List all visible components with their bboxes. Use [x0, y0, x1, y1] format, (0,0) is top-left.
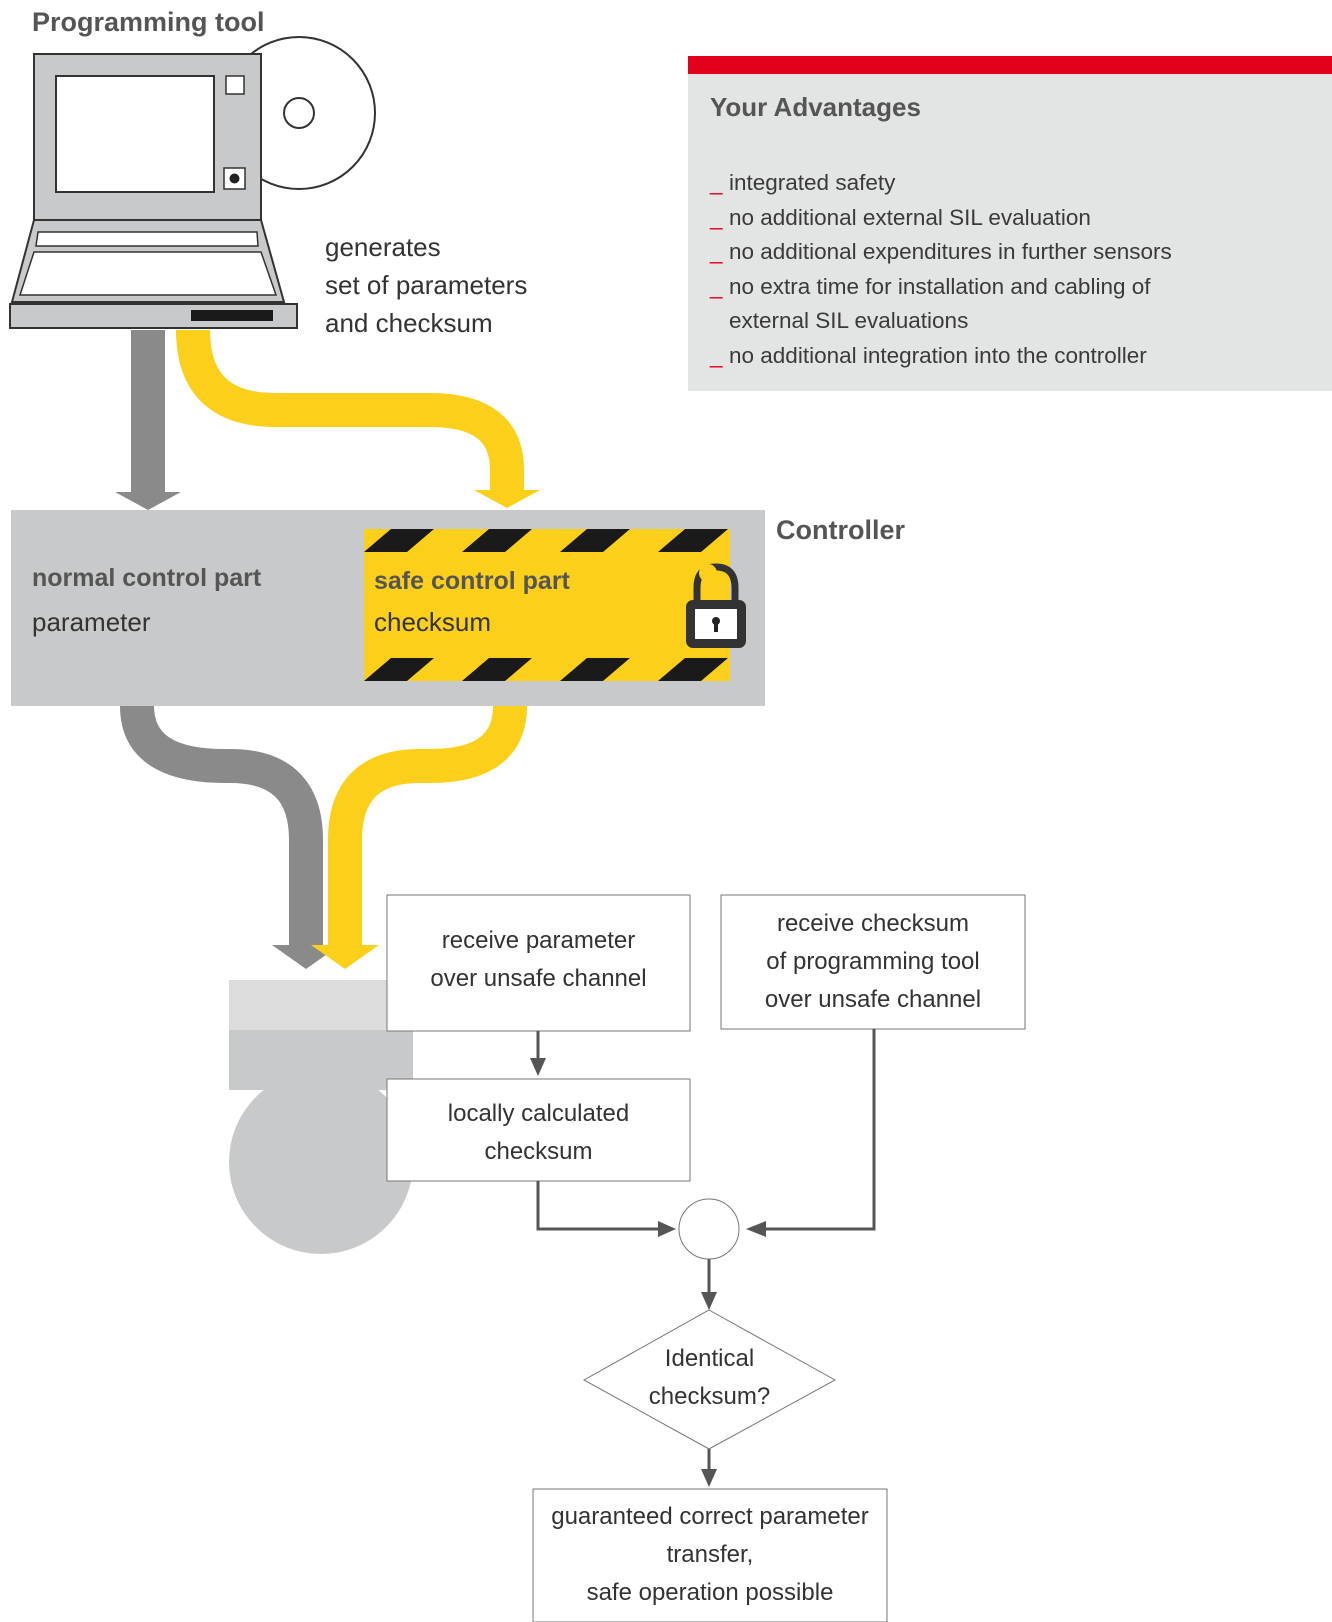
description-line: set of parameters	[325, 270, 528, 300]
advantages-panel: Your Advantages integrated safety no add…	[688, 56, 1332, 391]
padlock-icon	[686, 563, 746, 648]
box-line: locally calculated	[447, 1100, 630, 1127]
yellow-flow-arrow-bottom	[311, 705, 527, 969]
yellow-flow-arrow-top	[176, 329, 540, 508]
advantage-item: no extra time for installation and cabli…	[710, 270, 1189, 339]
receive-checksum-box	[720, 894, 1026, 1030]
hazard-stripes	[364, 529, 728, 681]
programming-tool-title: Programming tool	[32, 7, 265, 37]
receive-checksum-label: receive checksum of programming tool ove…	[721, 905, 1025, 1019]
advantages-accent-bar	[688, 56, 1332, 74]
receive-parameter-box	[386, 894, 691, 1032]
normal-control-part-title: normal control part	[32, 564, 262, 592]
controller-title: Controller	[776, 515, 906, 545]
safe-control-part	[364, 529, 730, 681]
connector-arrows	[530, 1029, 876, 1487]
advantage-item: integrated safety	[710, 166, 1189, 201]
box-line: over unsafe channel	[430, 965, 647, 992]
box-line: safe operation possible	[586, 1579, 834, 1606]
gray-flow-arrow-bottom	[120, 705, 340, 969]
description-line: and checksum	[325, 308, 493, 338]
advantage-item: no additional external SIL evaluation	[710, 201, 1189, 236]
advantages-list: integrated safety no additional external…	[710, 166, 1189, 373]
gray-flow-arrow-top	[115, 330, 181, 510]
sensor-device-icon	[229, 980, 413, 1254]
decision-diamond	[582, 1309, 837, 1450]
box-line: checksum?	[648, 1383, 771, 1410]
result-label: guaranteed correct parameter transfer, s…	[533, 1498, 887, 1612]
box-line: over unsafe channel	[764, 986, 982, 1013]
comparator-node	[678, 1198, 740, 1260]
laptop-icon	[9, 53, 298, 329]
programming-tool-description: generates set of parameters and checksum	[325, 228, 527, 342]
local-checksum-label: locally calculated checksum	[387, 1095, 690, 1171]
advantage-item: no additional expenditures in further se…	[710, 235, 1189, 270]
safe-control-part-title: safe control part	[374, 567, 570, 595]
box-line: receive parameter	[441, 927, 636, 954]
receive-parameter-label: receive parameter over unsafe channel	[387, 922, 690, 998]
result-box	[532, 1488, 888, 1622]
decision-label: Identical checksum?	[584, 1340, 835, 1416]
box-line: guaranteed correct parameter	[551, 1503, 869, 1530]
box-line: transfer,	[666, 1541, 754, 1568]
description-line: generates	[325, 232, 441, 262]
advantage-item: no additional integration into the contr…	[710, 339, 1189, 374]
box-line: checksum	[484, 1138, 593, 1165]
box-line: Identical	[664, 1345, 755, 1372]
normal-control-part-subtitle: parameter	[32, 607, 151, 637]
box-line: of programming tool	[766, 948, 980, 975]
local-checksum-box	[386, 1078, 691, 1182]
advantages-title: Your Advantages	[710, 92, 921, 122]
safe-control-part-subtitle: checksum	[374, 607, 492, 637]
box-line: receive checksum	[776, 910, 970, 937]
